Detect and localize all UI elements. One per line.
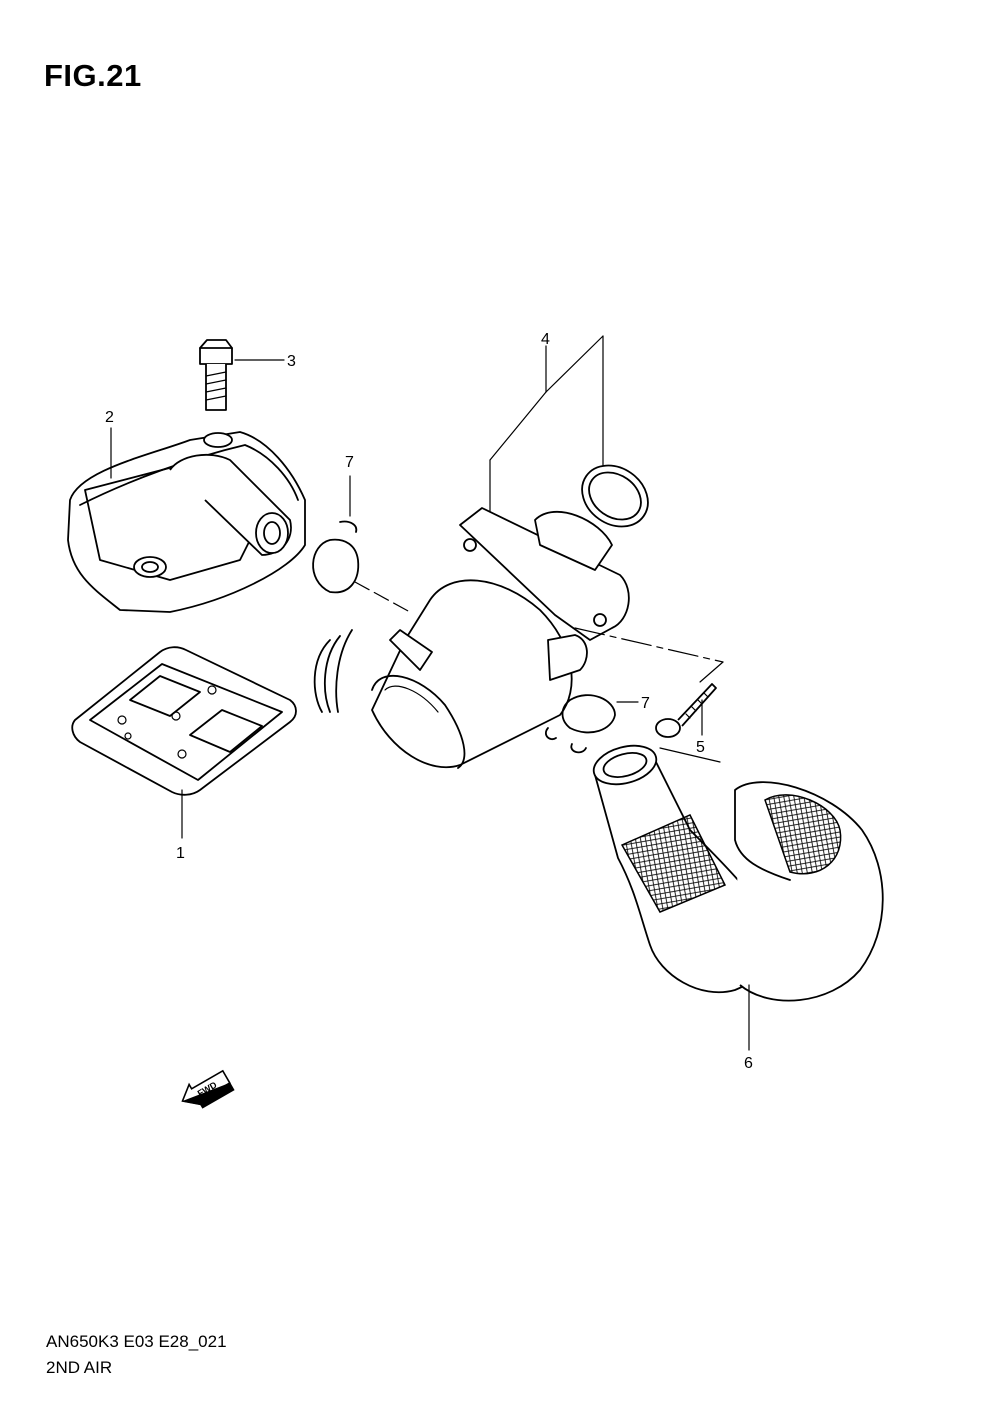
callout-7-lower: 7 xyxy=(641,695,650,712)
bolt-part xyxy=(199,339,233,411)
callout-5: 5 xyxy=(696,739,705,756)
gasket-part xyxy=(71,646,297,796)
callout-6: 6 xyxy=(744,1055,753,1072)
leader-lines xyxy=(110,335,750,1051)
callout-2: 2 xyxy=(105,409,114,426)
figure-title: FIG.21 xyxy=(44,58,142,93)
callout-7-upper: 7 xyxy=(345,454,354,471)
valve-cover-part xyxy=(67,431,306,613)
callout-3: 3 xyxy=(287,353,296,370)
screw-part xyxy=(655,683,717,738)
clamp-upper-part xyxy=(312,520,360,594)
fwd-arrow-icon: FWD xyxy=(181,1069,235,1109)
hose-part xyxy=(592,744,884,1002)
footer-figure-code: AN650K3 E03 E28_021 xyxy=(46,1332,227,1351)
clamp-lower-part xyxy=(544,694,616,754)
footer-section-name: 2ND AIR xyxy=(46,1358,113,1377)
callout-4: 4 xyxy=(541,331,550,348)
air-valve-part xyxy=(313,464,649,769)
callout-1: 1 xyxy=(176,845,185,862)
